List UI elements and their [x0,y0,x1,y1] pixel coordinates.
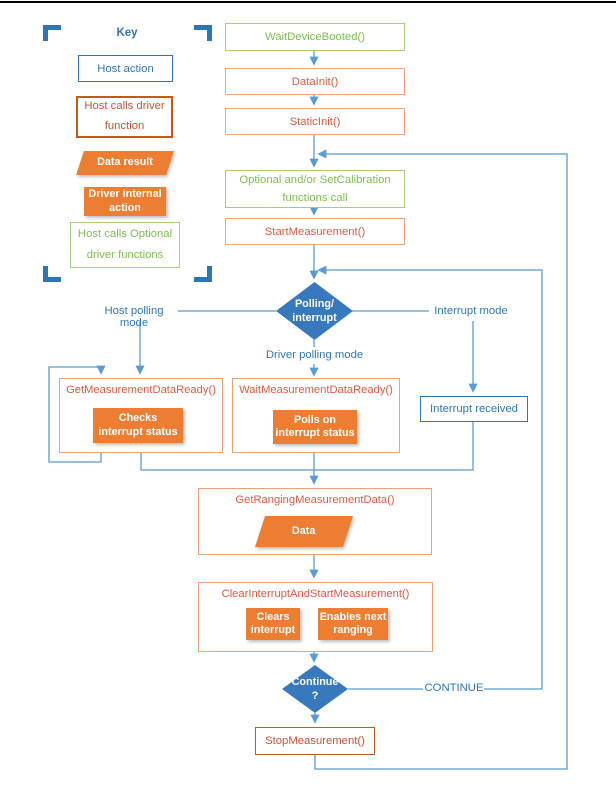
data-parallelogram: Data [254,516,354,547]
connector-continue-loop-back [317,265,543,690]
clears-interrupt-box: Clears interrupt [246,608,300,640]
interrupt-received-box: Interrupt received [420,396,528,422]
get-ranging-measurement-data-title: GetRangingMeasurementData() [235,494,395,506]
start-measurement-box: StartMeasurement() [225,218,405,245]
key-host-action: Host action [78,55,173,82]
get-measurement-data-ready-box: GetMeasurementDataReady() Checks interru… [59,378,223,453]
connector-stop-loop-back [314,149,568,770]
key-bracket-bottom-right-icon [194,266,212,282]
data-init-box: DataInit() [225,68,405,95]
connector-getmeas-self-loop [48,365,106,463]
driver-polling-mode-label: Driver polling mode [265,349,364,361]
get-measurement-data-ready-title: GetMeasurementDataReady() [66,384,216,396]
checks-interrupt-status-box: Checks interrupt status [93,408,183,443]
key-bracket-bottom-left-icon [43,266,61,282]
connector-merge-line [140,422,474,471]
key-host-calls-optional: Host calls Optional driver functions [70,222,180,268]
static-init-box: StaticInit() [225,108,405,135]
polls-on-interrupt-status-box: Polls on interrupt status [273,410,357,444]
key-host-calls-driver: Host calls driver function [76,96,173,138]
key-driver-internal: Driver internal action [84,187,166,216]
stop-measurement-box: StopMeasurement() [255,727,375,755]
wait-measurement-data-ready-box: WaitMeasurementDataReady() Polls on inte… [232,378,400,453]
get-ranging-measurement-data-box: GetRangingMeasurementData() Data [198,488,432,555]
host-polling-mode-label: Host polling mode [104,305,164,329]
wait-measurement-data-ready-title: WaitMeasurementDataReady() [239,384,393,396]
continue-loop-label: CONTINUE [424,682,484,694]
key-bracket-top-right-icon [194,25,212,41]
wait-device-booted-box: WaitDeviceBooted() [225,23,405,51]
key-title: Key [116,27,138,39]
key-bracket-top-left-icon [43,25,61,41]
key-data-result: Data result [76,151,174,175]
optional-calibration-box: Optional and/or SetCalibration functions… [225,170,405,208]
enables-next-ranging-box: Enables next ranging [318,608,388,640]
interrupt-mode-label: Interrupt mode [434,305,508,317]
clear-interrupt-and-start-measurement-title: ClearInterruptAndStartMeasurement() [221,588,410,600]
clear-interrupt-and-start-measurement-box: ClearInterruptAndStartMeasurement() Clea… [198,582,433,652]
top-rule [0,1,616,3]
